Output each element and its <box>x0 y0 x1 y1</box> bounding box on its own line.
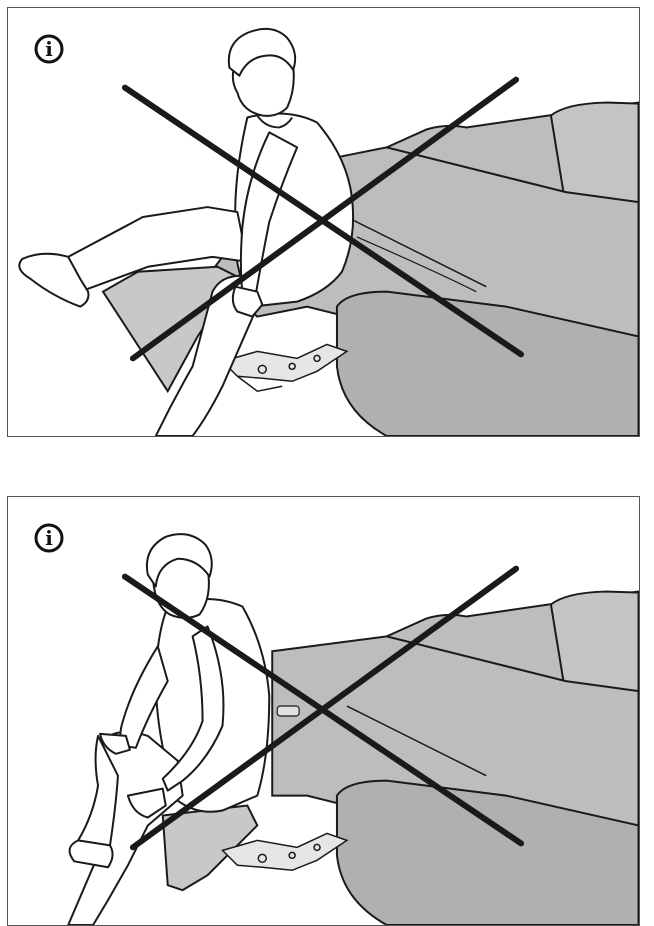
instruction-panel-top: i <box>7 7 640 437</box>
info-glyph: i <box>45 526 53 550</box>
illustration-person-kicking-footrest <box>18 27 639 436</box>
recliner-mechanism <box>221 832 349 872</box>
seat-crease-2 <box>356 236 477 293</box>
seat-crease <box>346 216 487 288</box>
recliner-control-button <box>276 705 300 717</box>
info-glyph: i <box>45 37 53 61</box>
info-icon: i <box>34 34 64 64</box>
prohibited-cross <box>121 76 525 362</box>
prohibited-cross <box>121 565 525 851</box>
instruction-panel-bottom: i <box>7 496 640 926</box>
person-figure <box>18 27 355 436</box>
footrest-panel <box>161 804 259 892</box>
recliner-mechanism <box>221 343 349 393</box>
sofa-back-cushion-right <box>549 590 639 703</box>
sofa-front-cushion <box>335 290 639 436</box>
sofa-back-cushion-right <box>549 101 639 214</box>
info-icon: i <box>34 523 64 553</box>
sofa-front-cushion <box>335 779 639 925</box>
seat-crease <box>346 705 487 777</box>
illustration-person-pushing-footrest <box>67 533 639 925</box>
